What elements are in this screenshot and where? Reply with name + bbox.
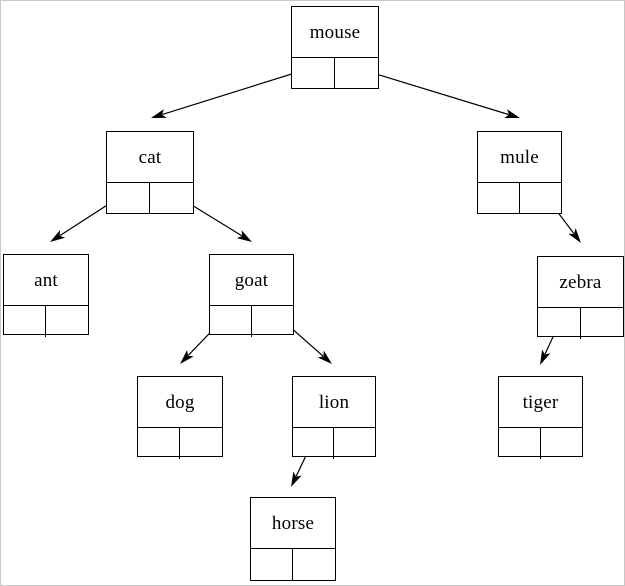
- edge-arrowhead: [568, 228, 581, 243]
- left-pointer-cell[interactable]: [251, 549, 293, 580]
- tree-node-label: goat: [210, 255, 293, 306]
- right-pointer-cell[interactable]: [334, 428, 375, 459]
- right-pointer-cell[interactable]: [541, 428, 583, 459]
- tree-node-pointer-row: [210, 306, 293, 337]
- tree-edge-mouse-to-cat: [151, 66, 315, 118]
- tree-node-label: tiger: [499, 377, 582, 428]
- right-pointer-cell[interactable]: [581, 308, 624, 339]
- tree-node-ant[interactable]: ant: [3, 254, 89, 337]
- left-pointer-cell[interactable]: [138, 428, 180, 459]
- right-pointer-cell[interactable]: [520, 183, 562, 214]
- right-pointer-cell[interactable]: [46, 306, 88, 337]
- tree-node-pointer-row: [499, 428, 582, 459]
- tree-node-tiger[interactable]: tiger: [498, 376, 583, 459]
- tree-node-mule[interactable]: mule: [477, 131, 562, 214]
- tree-node-lion[interactable]: lion: [292, 376, 376, 459]
- edge-arrowhead: [540, 349, 551, 365]
- edge-arrowhead: [317, 350, 332, 364]
- tree-node-label: zebra: [538, 257, 623, 308]
- tree-node-dog[interactable]: dog: [137, 376, 223, 459]
- tree-node-pointer-row: [293, 428, 375, 459]
- tree-node-pointer-row: [107, 183, 193, 214]
- left-pointer-cell[interactable]: [293, 428, 334, 459]
- edge-arrowhead: [504, 109, 520, 119]
- right-pointer-cell[interactable]: [335, 58, 378, 89]
- left-pointer-cell[interactable]: [4, 306, 46, 337]
- edge-arrowhead: [291, 471, 302, 487]
- tree-node-pointer-row: [138, 428, 222, 459]
- left-pointer-cell[interactable]: [107, 183, 150, 214]
- tree-node-label: ant: [4, 255, 88, 306]
- tree-node-pointer-row: [251, 549, 335, 580]
- left-pointer-cell[interactable]: [292, 58, 335, 89]
- tree-node-pointer-row: [538, 308, 623, 339]
- edge-arrowhead: [50, 229, 66, 242]
- right-pointer-cell[interactable]: [150, 183, 193, 214]
- edge-arrowhead: [151, 109, 167, 118]
- tree-node-label: horse: [251, 498, 335, 549]
- tree-node-goat[interactable]: goat: [209, 254, 294, 337]
- right-pointer-cell[interactable]: [180, 428, 222, 459]
- left-pointer-cell[interactable]: [499, 428, 541, 459]
- tree-node-zebra[interactable]: zebra: [537, 256, 624, 339]
- tree-node-horse[interactable]: horse: [250, 497, 336, 581]
- edge-arrowhead: [236, 230, 252, 242]
- tree-node-label: cat: [107, 132, 193, 183]
- tree-node-pointer-row: [292, 58, 378, 89]
- left-pointer-cell[interactable]: [478, 183, 520, 214]
- tree-node-label: dog: [138, 377, 222, 428]
- left-pointer-cell[interactable]: [538, 308, 581, 339]
- left-pointer-cell[interactable]: [210, 306, 252, 337]
- tree-node-cat[interactable]: cat: [106, 131, 194, 214]
- right-pointer-cell[interactable]: [252, 306, 294, 337]
- right-pointer-cell[interactable]: [293, 549, 335, 580]
- tree-node-label: mule: [478, 132, 561, 183]
- tree-node-label: mouse: [292, 7, 378, 58]
- tree-node-label: lion: [293, 377, 375, 428]
- tree-node-mouse[interactable]: mouse: [291, 6, 379, 89]
- tree-node-pointer-row: [478, 183, 561, 214]
- edge-arrowhead: [180, 350, 194, 364]
- tree-node-pointer-row: [4, 306, 88, 337]
